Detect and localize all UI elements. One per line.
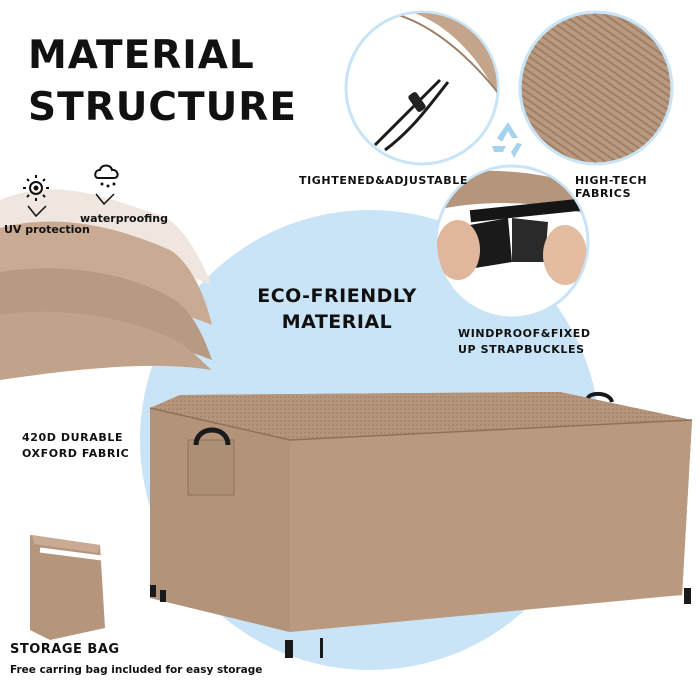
waterproof-label: waterproofing (80, 212, 168, 225)
oxford-line1: 420D DURABLE (22, 431, 124, 444)
wind-line2: UP STRAPBUCKLES (458, 343, 585, 356)
fabric-layers-illustration (0, 189, 212, 380)
eco-line2: MATERIAL (281, 311, 393, 333)
storage-bag-subtitle: Free carring bag included for easy stora… (10, 664, 263, 676)
storage-bag-image (30, 535, 105, 640)
title-line1: MATERIAL (28, 33, 255, 78)
wind-line1: WINDPROOF&FIXED (458, 327, 591, 340)
drawstring-detail-image (344, 10, 500, 166)
oxford-line2: OXFORD FABRIC (22, 447, 130, 460)
tightened-label: TIGHTENED&ADJUSTABLE (299, 174, 468, 187)
page-title: MATERIAL STRUCTURE (28, 30, 297, 134)
oxford-label: 420D DURABLE OXFORD FABRIC (22, 430, 129, 462)
uv-label: UV protection (4, 223, 90, 236)
eco-friendly-heading: ECO-FRIENDLY MATERIAL (232, 283, 442, 335)
windproof-label: WINDPROOF&FIXED UP STRAPBUCKLES (458, 326, 591, 358)
fabric-label: HIGH-TECH FABRICS (575, 174, 648, 200)
fabric-texture-image (518, 10, 674, 166)
storage-bag-title: STORAGE BAG (10, 642, 120, 657)
eco-line1: ECO-FRIENDLY (257, 285, 417, 307)
recycle-icon (492, 122, 522, 158)
patio-cover-image (149, 391, 693, 658)
buckle-detail-image (434, 164, 590, 320)
title-line2: STRUCTURE (28, 85, 297, 130)
